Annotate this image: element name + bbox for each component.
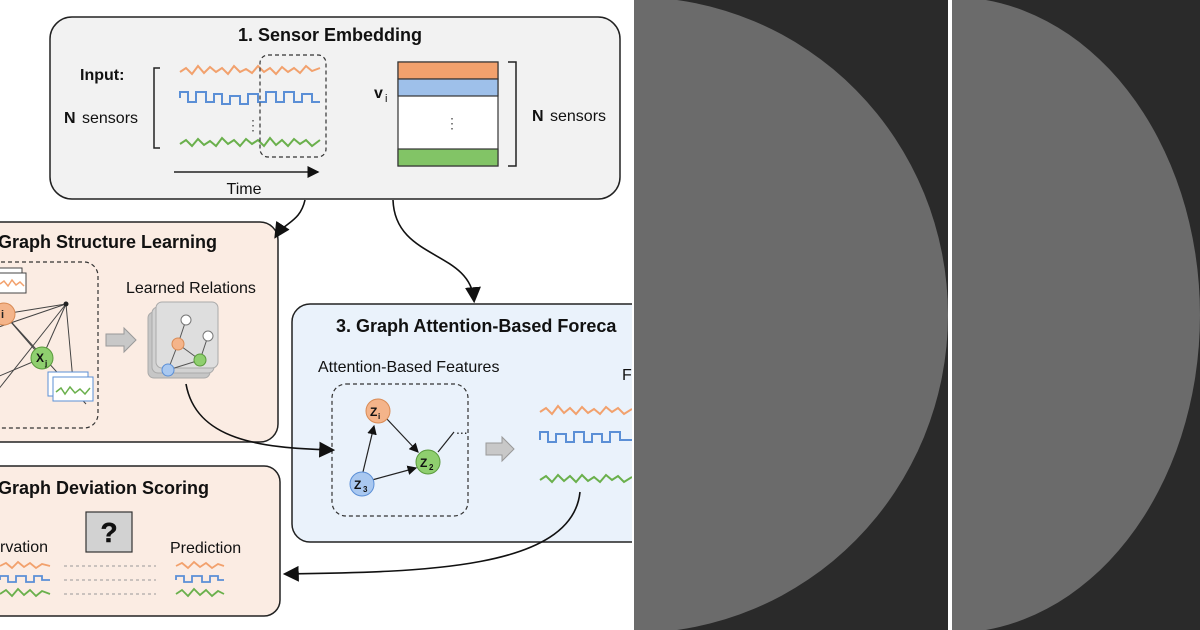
series-card-top xyxy=(0,267,27,294)
sensor-series-green xyxy=(179,136,321,148)
attention-forecast-title: 3. Graph Attention-Based Foreca xyxy=(336,316,617,336)
architecture-diagram: 1. Sensor Embedding Input: N sensors ⋮ T… xyxy=(0,16,632,617)
node-xj xyxy=(30,346,54,370)
node-z-left xyxy=(349,471,375,497)
embedding-row-orange xyxy=(397,61,499,80)
observation-series-blue xyxy=(0,575,50,583)
prediction-series-green xyxy=(175,587,225,598)
attention-features-label: Attention-Based Features xyxy=(318,359,499,376)
arrow-forecast-to-scoring xyxy=(282,491,581,582)
embedding-dots: ⋮ xyxy=(445,115,459,131)
v-label: v xyxy=(374,85,383,102)
attention-forecast-panel: 3. Graph Attention-Based Foreca Attentio… xyxy=(291,303,632,543)
observation-label: rvation xyxy=(0,539,48,556)
prediction-series-blue xyxy=(175,575,224,583)
learned-relations-label: Learned Relations xyxy=(126,280,256,297)
embedding-row-blue xyxy=(397,78,499,97)
embedding-matrix: ⋮ xyxy=(397,61,499,167)
right-bracket xyxy=(508,61,517,167)
node-xj-label: X xyxy=(36,351,44,365)
graph-structure-panel: Graph Structure Learning i xyxy=(0,221,279,443)
dark-panel-2 xyxy=(952,0,1200,630)
graph-structure-title: Graph Structure Learning xyxy=(0,232,217,252)
series-card-green xyxy=(47,371,94,402)
arrow-embedding-to-attention xyxy=(392,199,481,304)
sensor-dots: ⋮ xyxy=(246,117,260,133)
deviation-scoring-panel: Graph Deviation Scoring ? rvation Predic… xyxy=(0,465,281,617)
arrow-embedding-to-structure xyxy=(274,199,306,239)
observation-series-orange xyxy=(0,560,51,570)
forecast-series-orange xyxy=(539,404,632,416)
observation-series-green xyxy=(0,587,51,598)
forecast-series-green xyxy=(539,473,632,484)
sensor-embedding-panel: 1. Sensor Embedding Input: N sensors ⋮ T… xyxy=(49,16,621,200)
question-box xyxy=(85,511,133,553)
node-z-top xyxy=(365,398,391,424)
node-z-right-label: Z xyxy=(420,456,427,470)
gray-circle-2 xyxy=(952,0,1200,630)
deviation-scoring-title: Graph Deviation Scoring xyxy=(0,478,209,498)
sensors-label: sensors xyxy=(82,110,138,127)
sensor-series-orange xyxy=(179,64,321,76)
full-graph-box xyxy=(0,261,99,429)
node-z-right xyxy=(415,449,441,475)
panel-divider xyxy=(948,0,952,630)
node-z-top-label: Z xyxy=(370,405,377,419)
node-xj-sub: j xyxy=(44,359,47,368)
embedding-row-green xyxy=(397,148,499,167)
node-xi xyxy=(0,302,16,326)
question-mark: ? xyxy=(100,517,117,548)
node-z-left-label: Z xyxy=(354,478,361,492)
attention-ellipsis: ... xyxy=(456,421,468,437)
n-label: N xyxy=(64,110,76,127)
node-xi-sub: i xyxy=(1,309,4,321)
structure-arrow xyxy=(105,326,137,354)
forecast-arrow xyxy=(485,435,515,463)
time-window xyxy=(259,54,327,158)
forecast-cut-label: F xyxy=(622,367,632,384)
sensor-series-blue xyxy=(179,91,320,105)
dark-panel-1 xyxy=(634,0,948,630)
attention-edges xyxy=(361,417,455,481)
v-subscript: i xyxy=(385,93,387,105)
node-z-left-sub: 3 xyxy=(363,485,368,494)
learned-relations-stack xyxy=(147,301,219,379)
sensor-embedding-title: 1. Sensor Embedding xyxy=(238,25,422,45)
time-label: Time xyxy=(227,181,262,198)
node-z-right-sub: 2 xyxy=(429,463,434,472)
gray-circle-1 xyxy=(634,0,948,630)
prediction-series-orange xyxy=(175,560,225,570)
flow-arrows xyxy=(185,199,581,582)
arrow-relations-to-attention xyxy=(185,383,336,458)
node-z-top-sub: i xyxy=(378,412,380,421)
right-sensors-label: sensors xyxy=(550,108,606,125)
forecast-series-blue xyxy=(539,431,632,443)
prediction-label: Prediction xyxy=(170,540,241,557)
input-label: Input: xyxy=(80,67,124,84)
right-n-label: N xyxy=(532,108,544,125)
left-bracket xyxy=(153,67,160,149)
